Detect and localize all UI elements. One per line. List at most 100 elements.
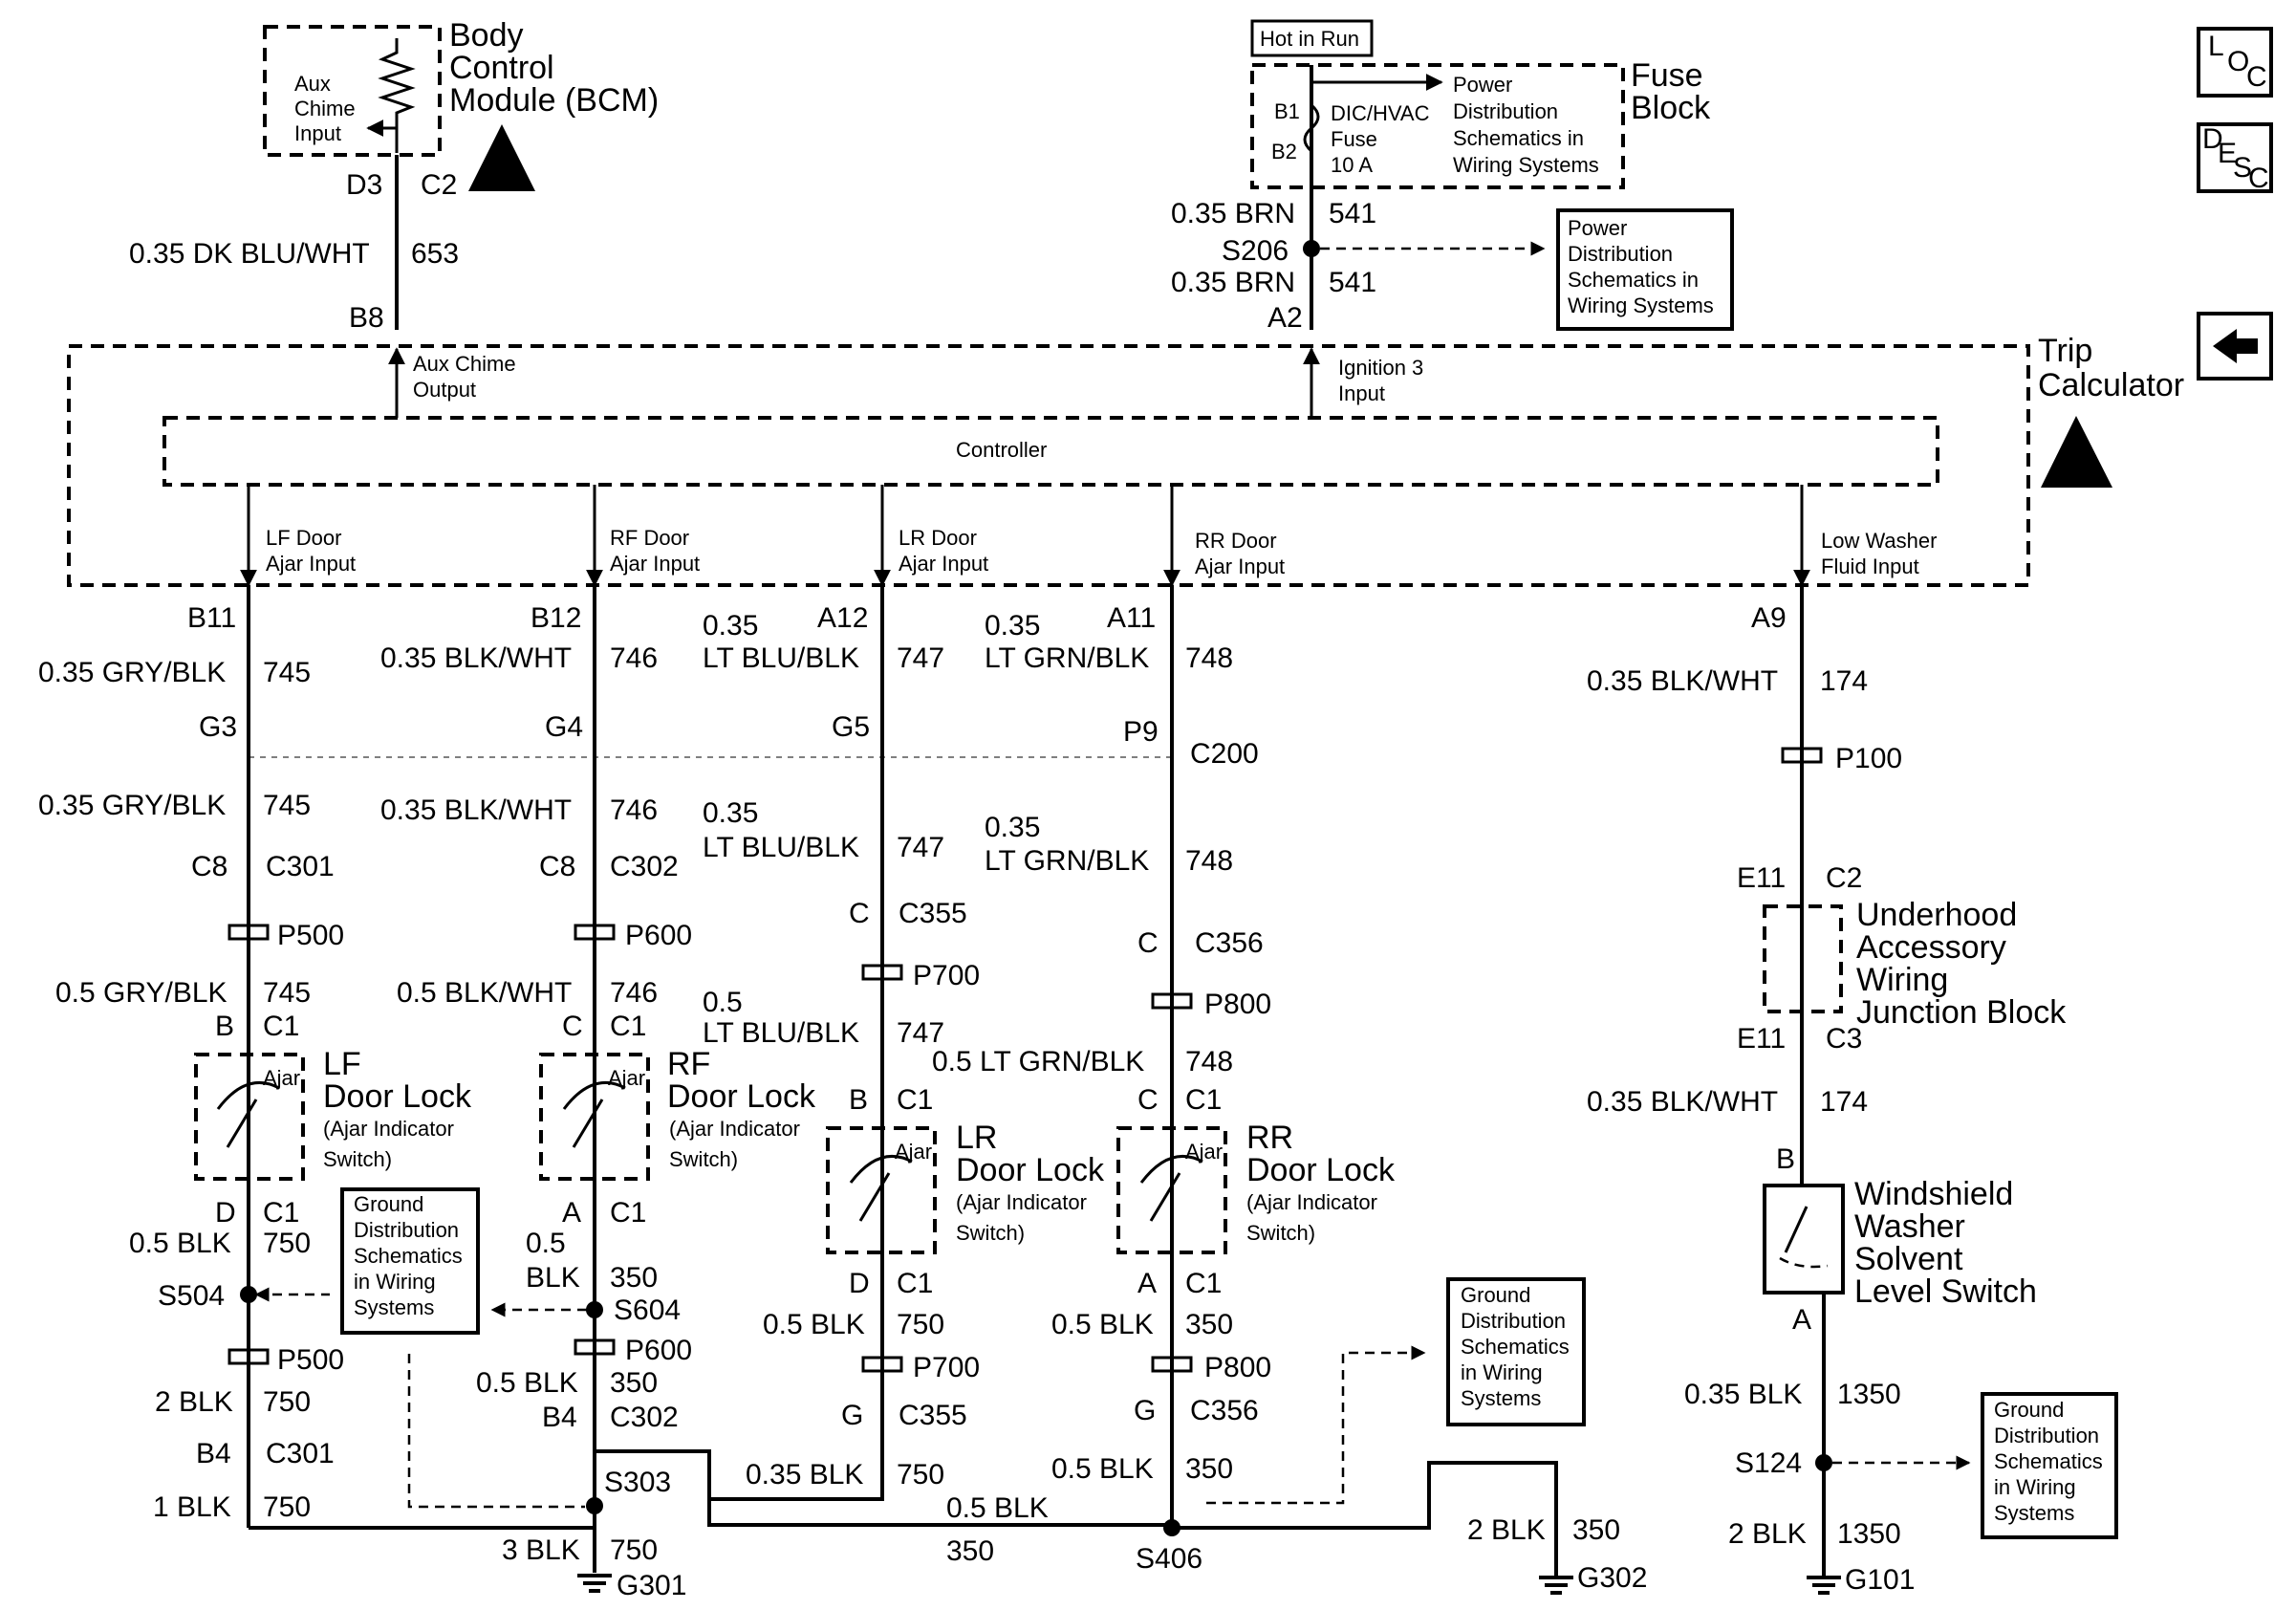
ws-w1: 0.35 BLK/WHT <box>1587 665 1778 697</box>
loc-icon[interactable]: L O C <box>2197 27 2273 98</box>
pin-b2: B2 <box>1271 140 1297 163</box>
uh-4: Junction Block <box>1856 994 2067 1031</box>
lbl-g301: G301 <box>617 1570 686 1601</box>
splice-s303 <box>586 1497 603 1514</box>
gr3-5: Systems <box>1994 1501 2074 1525</box>
lr-w1a: 0.35 <box>703 610 758 642</box>
bcm-aux-label-3: Input <box>294 121 341 145</box>
ground-ref-box-1[interactable]: Ground Distribution Schematics in Wiring… <box>340 1187 480 1335</box>
rr-c3: 748 <box>1185 1046 1233 1077</box>
gr2-4: in Wiring <box>1461 1360 1543 1384</box>
uh-1: Underhood <box>1856 897 2017 933</box>
lbl-p800-a: P800 <box>1204 989 1271 1020</box>
rr-lock-sub-2: Switch) <box>1246 1221 1315 1245</box>
ws-w2: 0.35 BLK/WHT <box>1587 1086 1778 1118</box>
gr3-2: Distribution <box>1994 1424 2099 1447</box>
lr-w1b: LT BLU/BLK <box>703 642 859 674</box>
ws-c4: 1350 <box>1837 1518 1901 1550</box>
pin-e11-b: E11 <box>1737 1023 1786 1055</box>
lf-c4: 750 <box>263 1228 311 1259</box>
conn-c356-a: C356 <box>1195 927 1264 959</box>
lf-w1: 0.35 GRY/BLK <box>38 657 226 688</box>
lr-input-1: LR Door <box>899 526 977 550</box>
connector-p500-b <box>227 1348 270 1365</box>
fuse-icon <box>1303 103 1320 153</box>
body-control-module: Aux Chime Input Body Control Module (BCM… <box>263 17 659 201</box>
back-arrow-icon[interactable] <box>2197 312 2273 381</box>
lf-c5: 750 <box>263 1386 311 1418</box>
lf-c2: 745 <box>263 790 311 821</box>
rr-w1b: LT GRN/BLK <box>985 642 1149 674</box>
lf-c3: 745 <box>263 977 311 1009</box>
ground-g302-icon <box>1539 1576 1573 1595</box>
rr-lock-sub-1: (Ajar Indicator <box>1246 1190 1377 1214</box>
lf-lock-sub-1: (Ajar Indicator <box>323 1117 454 1141</box>
lr-ajar: Ajar <box>895 1140 932 1164</box>
lr-w2b: LT BLU/BLK <box>703 832 859 863</box>
rf-c4: 350 <box>610 1262 658 1294</box>
lf-c6: 750 <box>263 1491 311 1523</box>
wire-label-653: 0.35 DK BLU/WHT <box>129 238 370 270</box>
fb-ref-4: Wiring Systems <box>1453 153 1599 177</box>
loc-l: L <box>2208 31 2224 62</box>
lbl-p500-b: P500 <box>277 1344 344 1376</box>
lbl-p600-b: P600 <box>625 1335 692 1366</box>
ws-w4: 2 BLK <box>1728 1518 1807 1550</box>
lbl-p700-b: P700 <box>913 1352 980 1383</box>
gr2-1: Ground <box>1461 1283 1530 1307</box>
underhood-junction-block: Underhood Accessory Wiring Junction Bloc… <box>1763 897 2067 1031</box>
g301-c: 750 <box>610 1534 658 1566</box>
lf-input-1: LF Door <box>266 526 341 550</box>
mid-c: 350 <box>946 1535 994 1567</box>
lr-c4: 750 <box>897 1309 944 1340</box>
rf-pin-a: A <box>562 1197 581 1229</box>
lr-w3b: LT BLU/BLK <box>703 1017 859 1049</box>
ignition-label-2: Input <box>1338 381 1385 405</box>
lf-w6: 1 BLK <box>153 1491 231 1523</box>
desc-d: D <box>2202 123 2223 155</box>
aux-chime-label-1: Aux Chime <box>413 352 516 376</box>
rf-lock-sub-2: Switch) <box>669 1147 738 1171</box>
lr-w3a: 0.5 <box>703 987 743 1018</box>
conn-c302-a: C302 <box>610 851 679 882</box>
pin-b4-a: B4 <box>196 1438 231 1469</box>
pd-ref-1: Power <box>1568 216 1627 240</box>
gr2-2: Distribution <box>1461 1309 1566 1333</box>
pin-a9: A9 <box>1751 602 1787 634</box>
ground-ref-box-2[interactable]: Ground Distribution Schematics in Wiring… <box>1446 1277 1586 1426</box>
rr-input-2: Ajar Input <box>1195 555 1285 578</box>
loc-c: C <box>2246 61 2267 93</box>
pd-ref-3: Schematics in <box>1568 268 1699 292</box>
connector-p500-a <box>227 924 270 941</box>
pin-e11-a: E11 <box>1737 862 1786 894</box>
rf-pin-c: C <box>562 1011 583 1042</box>
lbl-p100: P100 <box>1835 743 1902 774</box>
lr-door-lock-switch: Ajar LR Door Lock (Ajar Indicator Switch… <box>826 1120 1105 1254</box>
rr-w5: 0.5 BLK <box>1051 1453 1154 1485</box>
lbl-s406: S406 <box>1136 1543 1202 1575</box>
pd-ref-4: Wiring Systems <box>1568 294 1714 317</box>
connector-p800-a <box>1151 992 1193 1010</box>
rf-input-1: RF Door <box>610 526 689 550</box>
bcm-aux-label-2: Chime <box>294 97 356 120</box>
ws-title-2: Washer <box>1854 1208 1965 1245</box>
mid-w: 0.5 BLK <box>946 1492 1049 1524</box>
rf-w5: 0.5 BLK <box>476 1367 578 1399</box>
ground-g301-icon <box>577 1574 612 1593</box>
lr-lock-title-2: Door Lock <box>956 1152 1105 1188</box>
ground-ref-box-3[interactable]: Ground Distribution Schematics in Wiring… <box>1981 1392 2118 1539</box>
ws-c2: 174 <box>1820 1086 1868 1118</box>
desc-c: C <box>2248 163 2269 194</box>
circuit-653: 653 <box>411 238 459 270</box>
desc-icon[interactable]: D E S C <box>2197 122 2273 194</box>
splice-s504 <box>240 1286 257 1303</box>
fuse-name: DIC/HVAC <box>1331 101 1430 125</box>
pin-p9: P9 <box>1123 716 1159 748</box>
rf-w3: 0.5 BLK/WHT <box>397 977 572 1009</box>
conn-c356-b: C356 <box>1190 1395 1259 1426</box>
lr-w2a: 0.35 <box>703 797 758 829</box>
lbl-p800-b: P800 <box>1204 1352 1271 1383</box>
rr-w1a: 0.35 <box>985 610 1040 642</box>
power-distribution-ref[interactable]: Power Distribution Schematics in Wiring … <box>1556 208 1734 331</box>
rf-input-2: Ajar Input <box>610 552 700 576</box>
